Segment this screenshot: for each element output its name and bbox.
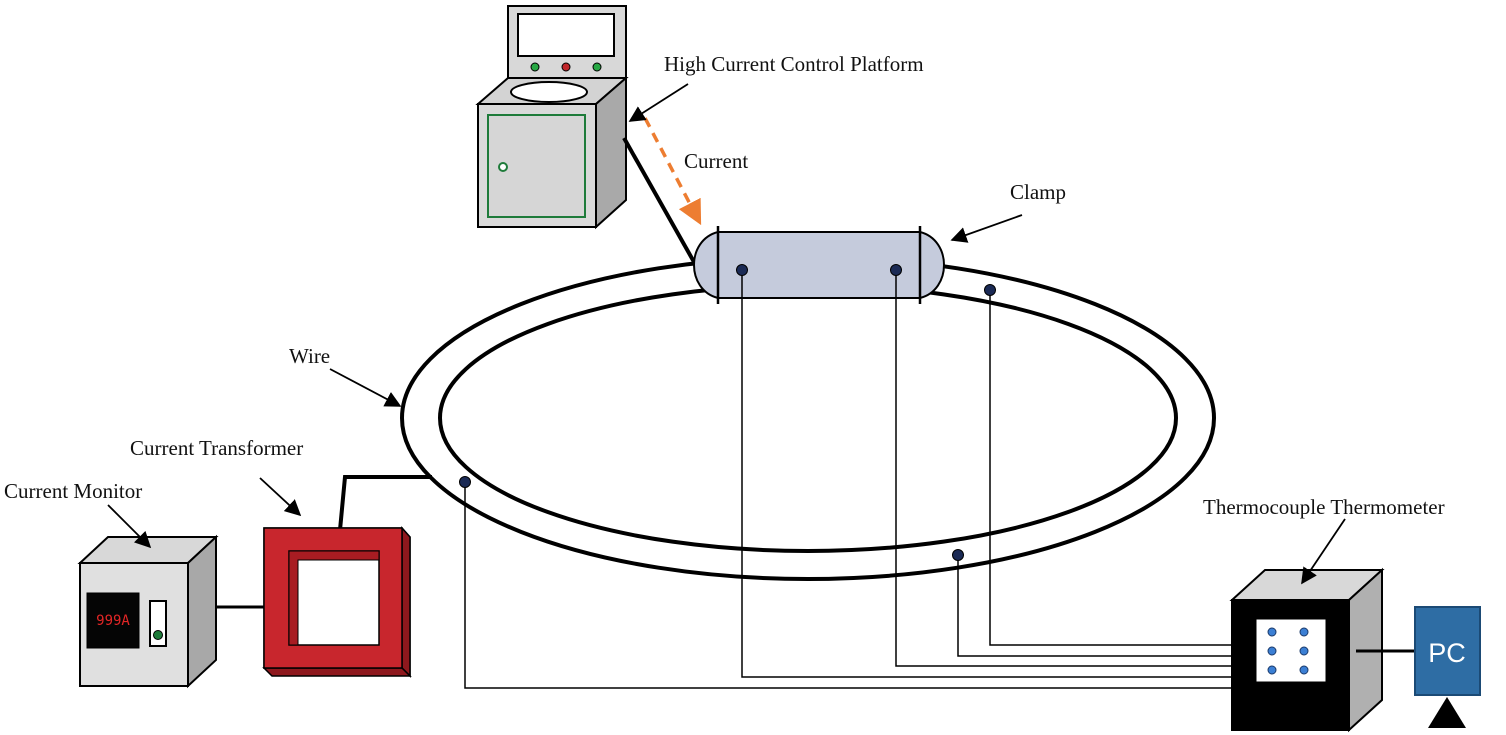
sensor-point-5 [459, 476, 471, 488]
sensor-point-1 [736, 264, 748, 276]
arrow-to-platform [628, 83, 689, 122]
arrow-to-monitor [107, 504, 152, 549]
arrow-to-thermometer [1301, 518, 1346, 585]
pc-label: PC [1428, 638, 1466, 668]
monitor-label: Current Monitor [4, 479, 142, 503]
transformer-label: Current Transformer [130, 436, 303, 460]
thermometer-label: Thermocouple Thermometer [1203, 495, 1445, 519]
wire-loop [400, 255, 1216, 581]
callout-arrows [107, 83, 1346, 585]
arrow-to-wire [329, 368, 402, 407]
arrow-to-clamp [950, 214, 1023, 243]
current-arrow [643, 117, 702, 226]
monitor-reading: 999A [96, 613, 130, 629]
platform-cable [622, 137, 696, 263]
transformer-lead [338, 475, 432, 531]
current-label: Current [684, 149, 748, 173]
platform-label: High Current Control Platform [664, 52, 924, 76]
current-monitor: 999A [77, 534, 219, 689]
thermometer-channels [1267, 627, 1309, 675]
sensor-point-4 [952, 549, 964, 561]
thermocouple-points [459, 264, 996, 561]
sensor-point-3 [984, 284, 996, 296]
thermocouple-leads [464, 270, 1232, 689]
clamp-label: Clamp [1010, 180, 1066, 204]
sensor-point-2 [890, 264, 902, 276]
current-transformer [262, 526, 412, 678]
arrow-to-transformer [259, 477, 302, 517]
thermocouple-thermometer [1229, 567, 1385, 733]
control-platform [475, 5, 629, 230]
pc-stand [1428, 697, 1466, 728]
clamp [693, 226, 945, 304]
wire-label: Wire [289, 344, 330, 368]
pc: PC [1414, 606, 1481, 728]
